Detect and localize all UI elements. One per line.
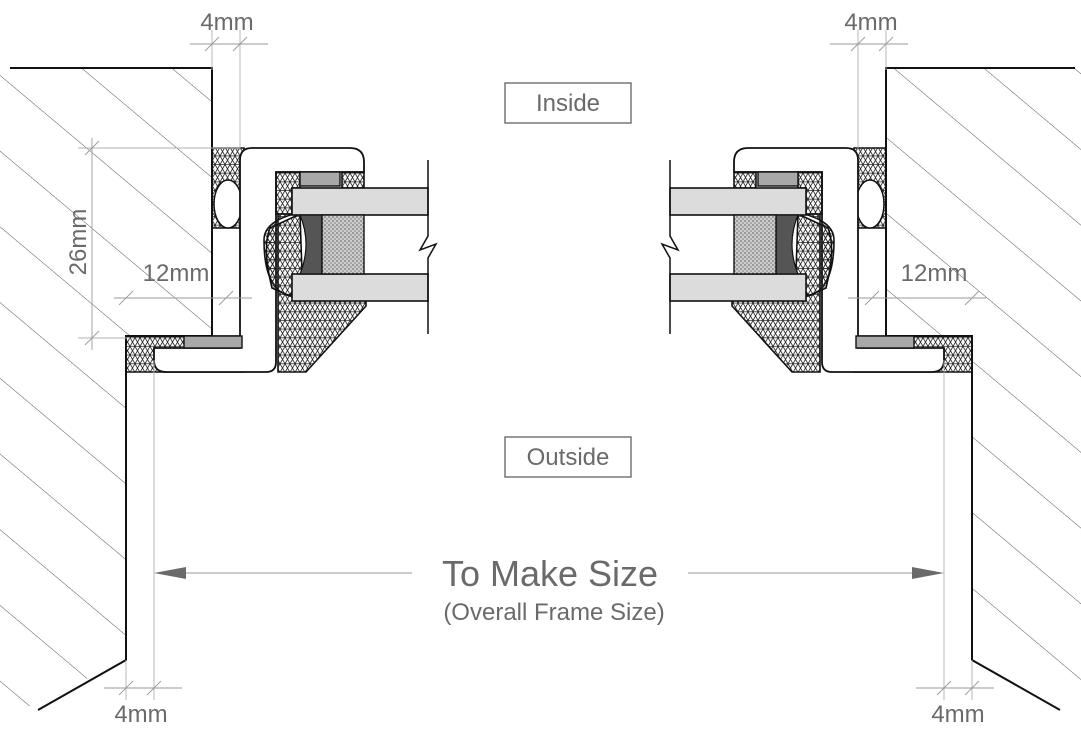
left-reveal-label: 12mm <box>143 260 210 287</box>
top-left-gap-label: 4mm <box>200 9 253 36</box>
bottom-right-gap-label: 4mm <box>931 701 984 728</box>
left-spacer-bar <box>321 214 365 275</box>
inside-label-box <box>504 82 632 124</box>
overall-frame-size-label: (Overall Frame Size) <box>443 599 664 626</box>
left-wall <box>0 67 213 720</box>
inside-label: Inside <box>536 90 600 117</box>
bottom-left-gap-label: 4mm <box>114 701 167 728</box>
right-frame-assembly <box>660 147 973 373</box>
to-make-size-label: To Make Size <box>442 553 658 594</box>
left-glass-lower <box>291 273 429 302</box>
left-frame-assembly <box>125 147 438 373</box>
left-frame-profile <box>153 147 365 373</box>
right-wall <box>885 67 1081 720</box>
outside-label: Outside <box>527 444 610 471</box>
right-reveal-label: 12mm <box>901 260 968 287</box>
top-right-gap-label: 4mm <box>844 9 897 36</box>
left-glass-upper <box>291 187 429 216</box>
frame-depth-label: 26mm <box>65 209 92 276</box>
outside-label-box <box>504 436 632 478</box>
dimension-lines <box>78 30 994 700</box>
